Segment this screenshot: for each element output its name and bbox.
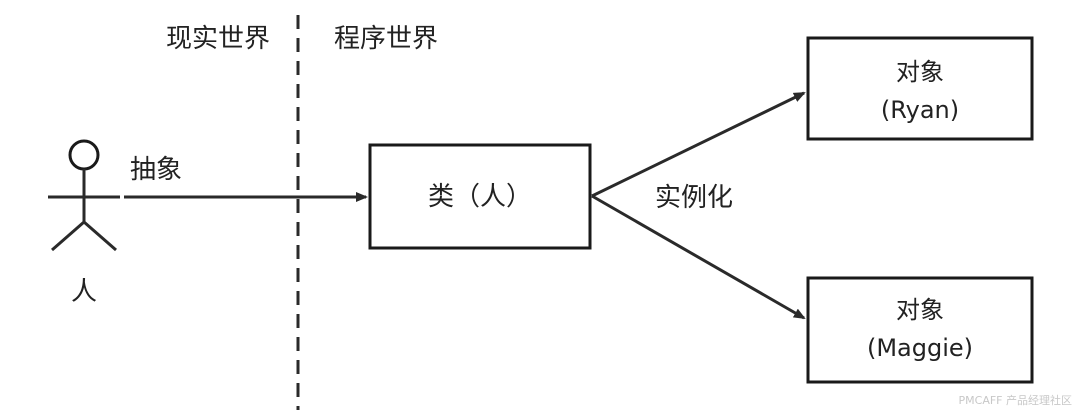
class-box [368, 143, 592, 250]
program-world-label: 程序世界 [334, 24, 438, 54]
real-world-label: 现实世界 [166, 24, 270, 54]
instantiate-arrow-bottom [591, 194, 806, 320]
object-maggie-title: 对象 [896, 296, 944, 324]
object-box-ryan [806, 36, 1034, 141]
instantiate-arrow-top [591, 91, 806, 198]
person-stick-figure-icon [48, 139, 120, 252]
class-box-label: 类（人） [428, 182, 532, 212]
object-ryan-name: (Ryan) [881, 96, 959, 124]
object-ryan-title: 对象 [896, 58, 944, 86]
abstract-label: 抽象 [130, 155, 182, 185]
object-maggie-name: (Maggie) [867, 334, 973, 362]
watermark: PMCAFF 产品经理社区 [959, 393, 1072, 407]
instantiate-label: 实例化 [655, 183, 733, 213]
object-box-maggie [806, 276, 1034, 384]
actor-label: 人 [71, 277, 97, 307]
